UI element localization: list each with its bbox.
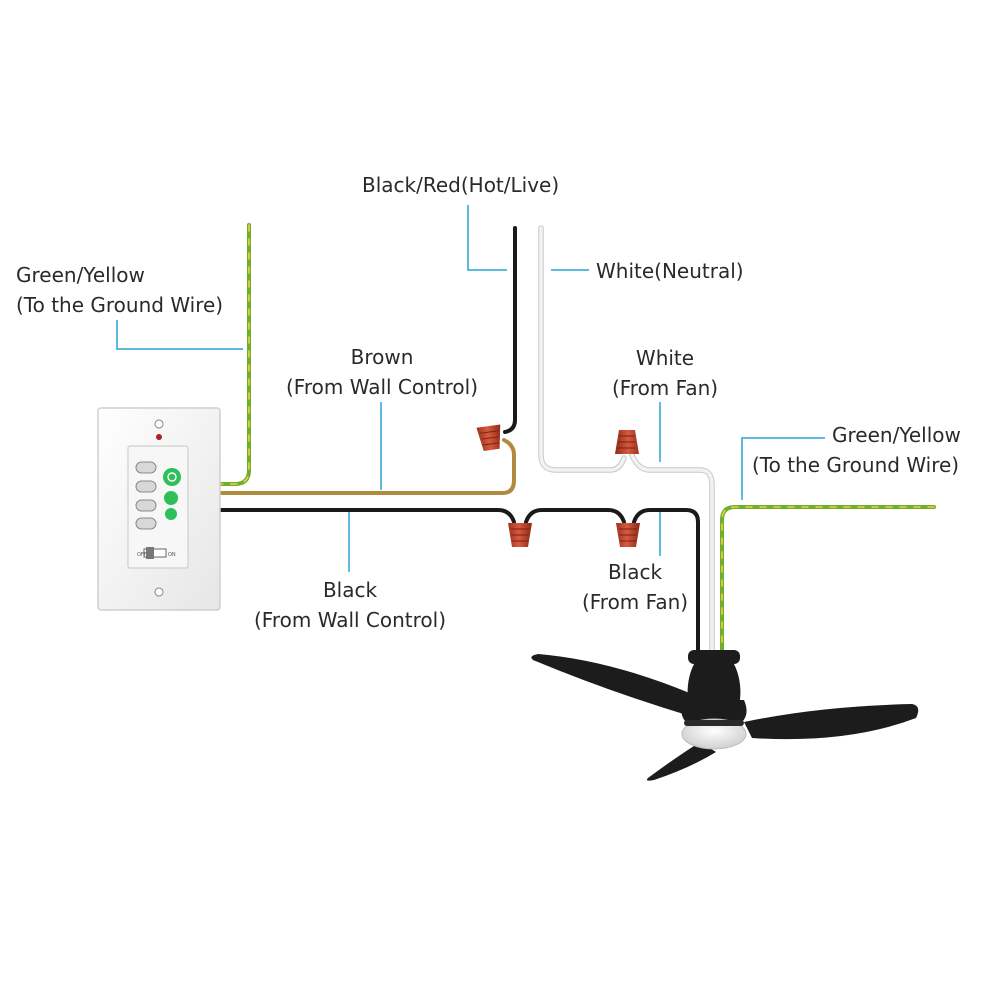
wire-nut-icon <box>616 523 640 547</box>
wire-nut-icon <box>508 523 532 547</box>
wire-hot-live <box>503 226 517 434</box>
label-brown-title: Brown <box>350 345 414 369</box>
wire-brown <box>218 438 516 495</box>
leader-ground-right <box>741 437 825 500</box>
leader-lines <box>116 205 825 572</box>
svg-text:OFF: OFF <box>137 552 147 558</box>
label-neutral: White(Neutral) <box>596 259 744 283</box>
label-hot-live: Black/Red(Hot/Live) <box>362 173 560 197</box>
wire-black-fan <box>632 508 700 652</box>
wire-nut-icon <box>615 430 639 454</box>
label-black-wall-note: (From Wall Control) <box>253 608 447 632</box>
leader-ground-left <box>116 320 243 350</box>
wire-black-wall <box>218 508 516 524</box>
label-white-fan-title: White <box>635 346 695 370</box>
ceiling-fan-icon <box>531 650 919 781</box>
svg-text:ON: ON <box>168 552 176 558</box>
label-black-fan-title: Black <box>607 560 663 584</box>
label-brown-note: (From Wall Control) <box>285 375 479 399</box>
wire-black-jumper <box>524 508 626 524</box>
label-black-wall-title: Black <box>322 578 378 602</box>
wire-ground-right <box>720 505 936 652</box>
wall-control-icon: OFF ON <box>97 407 221 611</box>
label-ground-left-title: Green/Yellow <box>16 263 145 287</box>
label-black-fan-note: (From Fan) <box>581 590 689 614</box>
label-ground-left-note: (To the Ground Wire) <box>16 293 224 317</box>
wire-nut-icon <box>476 424 501 451</box>
label-white-fan-note: (From Fan) <box>611 376 719 400</box>
leader-hot-live <box>467 205 507 271</box>
label-ground-right-note: (To the Ground Wire) <box>752 453 960 477</box>
wires <box>218 223 936 653</box>
label-ground-right-title: Green/Yellow <box>832 423 961 447</box>
wire-ground-left <box>218 223 251 486</box>
